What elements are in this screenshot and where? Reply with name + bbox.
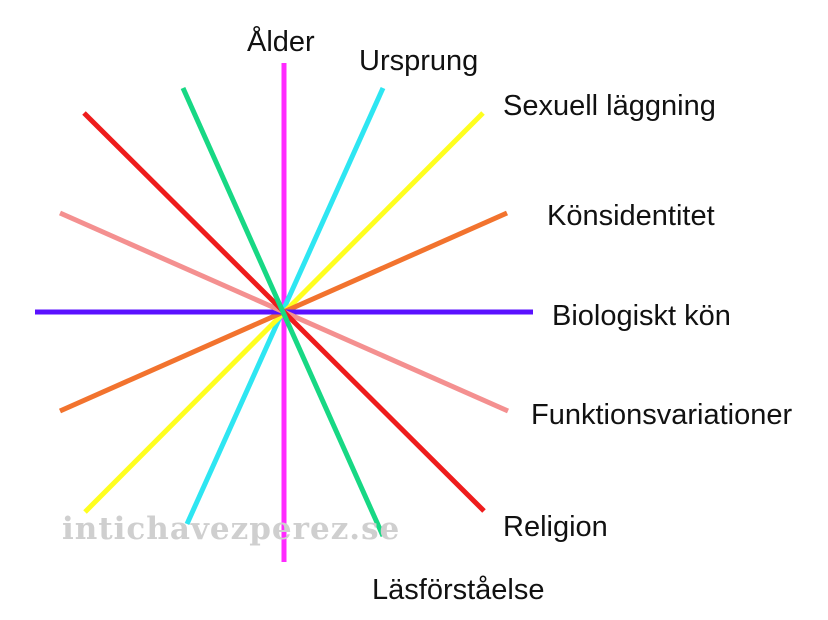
line-lasforstaelse [180,86,386,538]
label-alder: Ålder [247,26,315,58]
line-ursprung [184,86,386,526]
watermark-text: intichavezperez.se [62,511,401,547]
label-funktionsvariationer: Funktionsvariationer [531,399,793,431]
label-lasforstaelse: Läsförståelse [372,574,545,606]
label-ursprung: Ursprung [359,45,479,77]
label-religion: Religion [503,511,608,543]
label-konsidentitet: Könsidentitet [547,200,715,232]
label-biologiskt-kon: Biologiskt kön [552,300,731,332]
label-sexuell-laggning: Sexuell läggning [503,90,716,122]
